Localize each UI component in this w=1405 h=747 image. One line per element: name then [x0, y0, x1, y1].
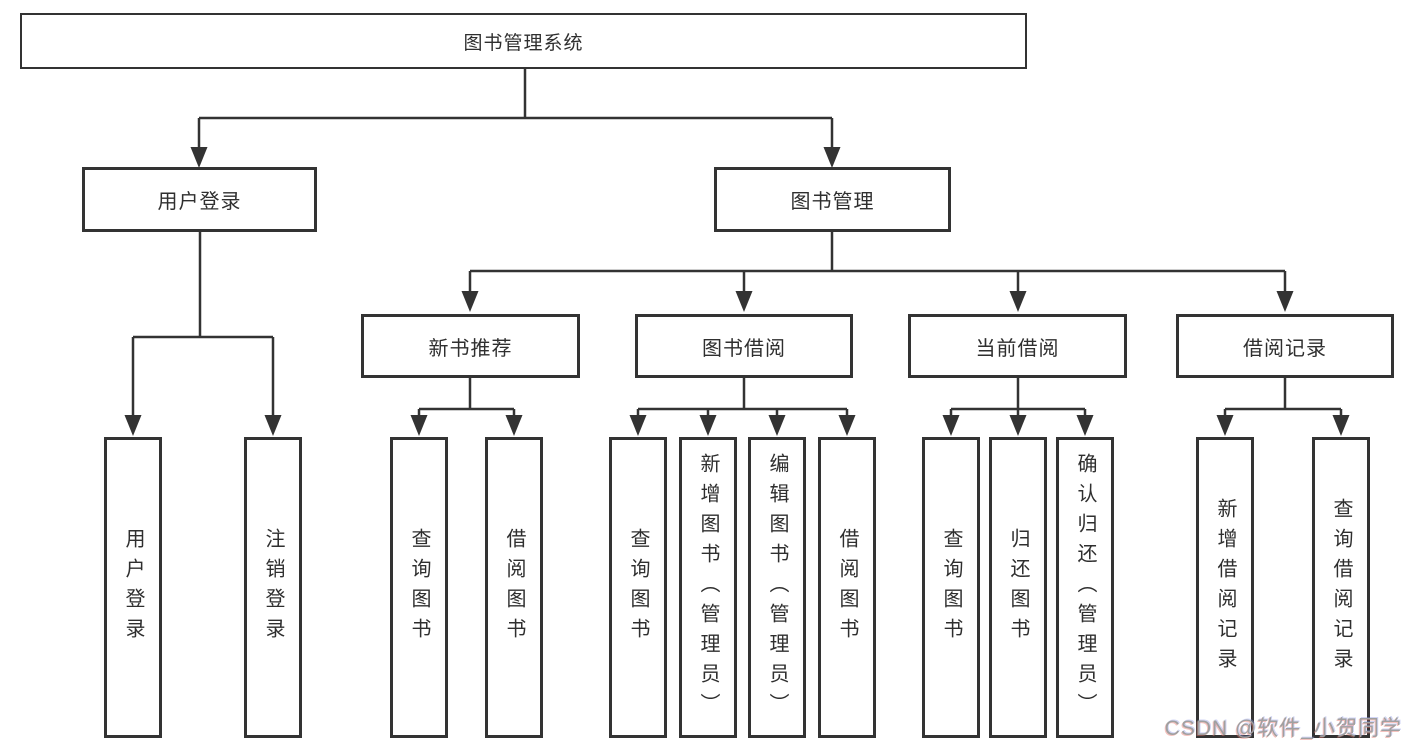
- arrow-down-icon: [461, 291, 479, 312]
- connector-book-borrow-to-leaves: [629, 378, 856, 436]
- leaf-edit-books-admin: 编辑图书（管理员）: [748, 437, 806, 738]
- node-library-management-system: 图书管理系统: [20, 13, 1027, 69]
- leaf-label: 注销登录: [262, 527, 284, 648]
- arrow-down-icon: [410, 415, 428, 436]
- leaf-label: 编辑图书（管理员）: [766, 452, 788, 723]
- leaf-label: 归还图书: [1007, 527, 1029, 648]
- leaf-label: 新增借阅记录: [1214, 497, 1236, 678]
- leaf-borrow-books: 借阅图书: [818, 437, 876, 738]
- connector-borrow-records-to-leaves: [1216, 378, 1350, 436]
- leaf-confirm-return-admin: 确认归还（管理员）: [1056, 437, 1114, 738]
- connector-book-management-to-level3: [461, 232, 1294, 312]
- watermark: CSDN @软件_小贺同学: [1164, 717, 1402, 740]
- arrow-down-icon: [1076, 415, 1094, 436]
- connector-user-login-to-leaves: [124, 232, 282, 436]
- arrow-down-icon: [823, 147, 841, 168]
- node-current-borrowing: 当前借阅: [908, 314, 1127, 378]
- arrow-down-icon: [768, 415, 786, 436]
- connector-new-book-to-leaves: [410, 378, 523, 436]
- leaf-label: 查询借阅记录: [1330, 497, 1352, 678]
- arrow-down-icon: [190, 147, 208, 168]
- leaf-label: 查询图书: [627, 527, 649, 648]
- arrow-down-icon: [505, 415, 523, 436]
- leaf-label: 确认归还（管理员）: [1074, 452, 1096, 723]
- arrow-down-icon: [124, 415, 142, 436]
- connector-current-borrow-to-leaves: [942, 378, 1094, 436]
- node-new-book-recommend: 新书推荐: [361, 314, 580, 378]
- leaf-add-borrow-record: 新增借阅记录: [1196, 437, 1254, 738]
- leaf-query-books-borrow: 查询图书: [609, 437, 667, 738]
- leaf-query-borrow-record: 查询借阅记录: [1312, 437, 1370, 738]
- node-book-borrowing: 图书借阅: [635, 314, 853, 378]
- leaf-return-books: 归还图书: [989, 437, 1047, 738]
- leaf-label: 新增图书（管理员）: [697, 452, 719, 723]
- arrow-down-icon: [1009, 415, 1027, 436]
- arrow-down-icon: [629, 415, 647, 436]
- node-book-management: 图书管理: [714, 167, 951, 232]
- arrow-down-icon: [264, 415, 282, 436]
- arrow-down-icon: [942, 415, 960, 436]
- leaf-query-books-newbook: 查询图书: [390, 437, 448, 738]
- leaf-user-login: 用户登录: [104, 437, 162, 738]
- node-borrowing-records: 借阅记录: [1176, 314, 1394, 378]
- arrow-down-icon: [1009, 291, 1027, 312]
- leaf-label: 用户登录: [122, 527, 144, 648]
- leaf-query-books-current: 查询图书: [922, 437, 980, 738]
- leaf-label: 查询图书: [408, 527, 430, 648]
- leaf-label: 借阅图书: [836, 527, 858, 648]
- node-user-login: 用户登录: [82, 167, 317, 232]
- arrow-down-icon: [1216, 415, 1234, 436]
- leaf-label: 查询图书: [940, 527, 962, 648]
- arrow-down-icon: [838, 415, 856, 436]
- leaf-borrow-books-newbook: 借阅图书: [485, 437, 543, 738]
- leaf-label: 借阅图书: [503, 527, 525, 648]
- arrow-down-icon: [735, 291, 753, 312]
- leaf-logout-login: 注销登录: [244, 437, 302, 738]
- connector-root-to-level2: [190, 69, 841, 168]
- arrow-down-icon: [1332, 415, 1350, 436]
- arrow-down-icon: [699, 415, 717, 436]
- leaf-add-books-admin: 新增图书（管理员）: [679, 437, 737, 738]
- arrow-down-icon: [1276, 291, 1294, 312]
